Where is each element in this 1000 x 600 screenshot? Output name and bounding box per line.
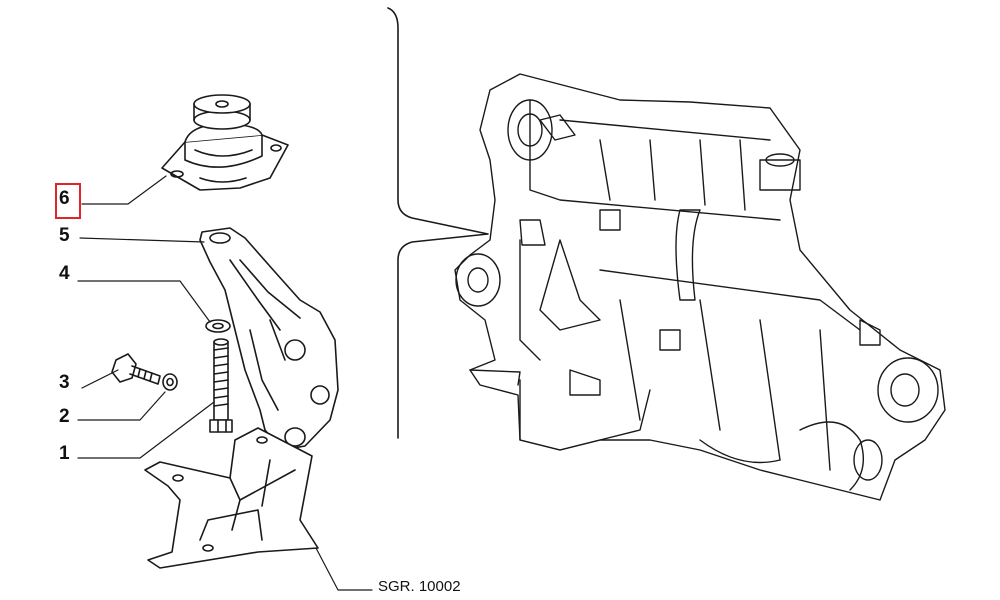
callout-3[interactable]: 3 xyxy=(59,372,70,393)
leader-line-2 xyxy=(77,391,166,421)
callout-5[interactable]: 5 xyxy=(59,225,70,246)
callout-4[interactable]: 4 xyxy=(59,263,70,284)
engine-gearbox-assembly xyxy=(454,73,946,501)
diagram-reference-code: SGR. 10002 xyxy=(378,578,461,595)
lower-support-bracket xyxy=(144,427,319,569)
part-5-bracket xyxy=(199,227,339,451)
group-brace xyxy=(387,7,489,439)
leader-line-5 xyxy=(79,237,205,243)
part-3-short-bolt xyxy=(111,353,161,385)
leader-line-1 xyxy=(77,401,215,459)
leader-line-ref xyxy=(315,547,373,591)
leader-lines xyxy=(77,175,373,591)
leader-line-6 xyxy=(81,175,167,205)
part-4-washer xyxy=(205,319,231,333)
callout-2[interactable]: 2 xyxy=(59,406,70,427)
part-1-long-bolt xyxy=(209,338,233,433)
part-6-engine-mount xyxy=(161,94,289,191)
leader-line-4 xyxy=(77,280,211,323)
callout-6-highlight xyxy=(55,183,81,219)
callout-1[interactable]: 1 xyxy=(59,443,70,464)
part-2-washer xyxy=(162,373,178,391)
callout-6[interactable]: 6 xyxy=(59,188,70,209)
leader-line-3 xyxy=(81,369,119,389)
